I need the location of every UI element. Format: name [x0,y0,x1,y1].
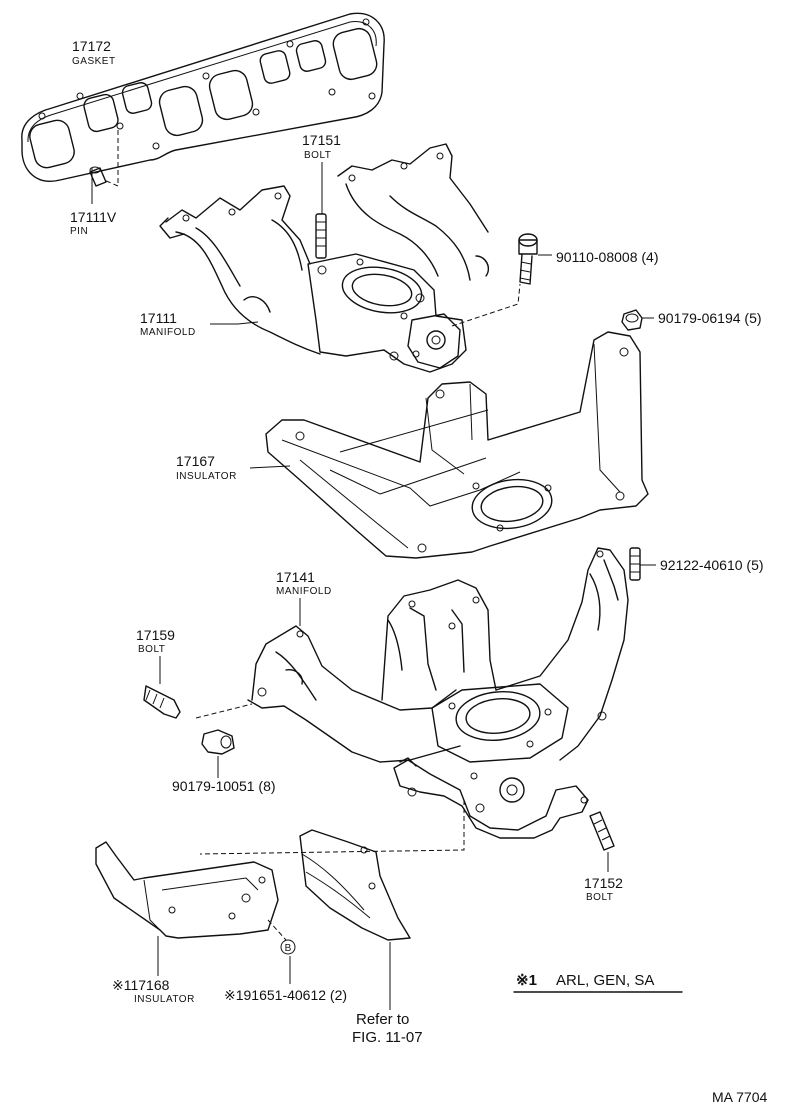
insulator-17167-drawing [265,331,649,559]
reference-line-1: Refer to [356,1011,409,1028]
upper-manifold-drawing [159,143,521,373]
bolt-17152-name: BOLT [586,892,613,903]
note-text: ARL, GEN, SA [556,972,654,989]
bolt-17159-number: 17159 [136,627,175,643]
b-marker-circle [280,939,296,955]
bolt-17152-number: 17152 [584,875,623,891]
nut-90179-10051-drawing [201,729,235,755]
stud-92122-drawing [629,547,641,581]
pin-name: PIN [70,226,88,237]
bolt-17151-number: 17151 [302,132,341,148]
b-marker-text: B [285,943,292,954]
leader-lines [91,162,656,1010]
insulator-17168-name: INSULATOR [134,994,195,1005]
lower-manifold-drawing [195,547,629,855]
bolt-17159-name: BOLT [138,644,165,655]
pin-drawing [89,166,107,187]
manifold-17141-name: MANIFOLD [276,586,332,597]
pin-number: 17111V [70,209,117,225]
bolt-90110-drawing [518,233,538,285]
ref-insulator-drawing [299,829,411,941]
gasket-number: 17172 [72,38,111,54]
bolt-17151-name: BOLT [304,150,331,161]
nut-90179-06194-number: 90179-06194 (5) [658,310,762,326]
insulator-17168-number: ※117168 [112,977,170,993]
nut-90179-10051-number: 90179-10051 (8) [172,778,276,794]
figure-code: MA 7704 [712,1089,767,1105]
labels: 17172 GASKET 17111V PIN 17151 BOLT 90110… [70,38,767,1105]
insulator-17168-drawing [95,841,287,941]
note-marker: ※1 [516,972,537,989]
reference-line-2: FIG. 11-07 [352,1029,423,1046]
bolt-17159-drawing [143,685,181,719]
manifold-17111-name: MANIFOLD [140,327,196,338]
bolt-90110-number: 90110-08008 (4) [556,249,658,265]
bolt-17151-drawing [315,213,327,259]
nut-90179-06194-drawing [621,309,643,331]
bolt-191651-number: ※191651-40612 (2) [224,987,347,1003]
insulator-17167-name: INSULATOR [176,471,237,482]
manifold-17141-number: 17141 [276,569,315,585]
manifold-17111-number: 17111 [140,310,177,326]
insulator-17167-number: 17167 [176,453,215,469]
gasket-name: GASKET [72,56,116,67]
bolt-17152-drawing [589,811,615,851]
stud-92122-number: 92122-40610 (5) [660,557,764,573]
gasket-drawing [21,12,385,187]
